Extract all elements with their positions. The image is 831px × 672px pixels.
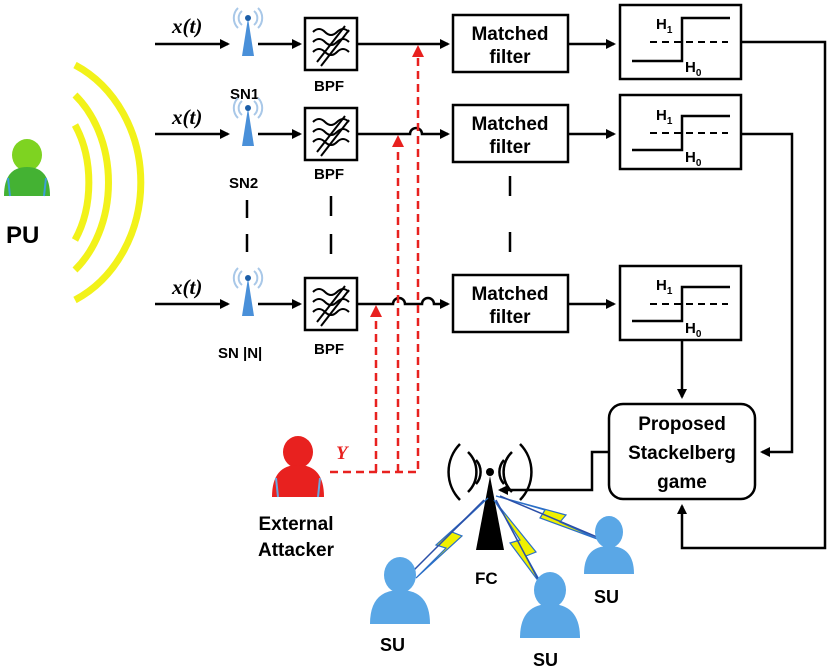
svg-text:H0: H0 xyxy=(685,59,702,79)
su-icon xyxy=(520,572,580,638)
attack-paths xyxy=(330,45,424,474)
attacker-label-line2: Attacker xyxy=(258,540,335,561)
svg-text:H1: H1 xyxy=(656,107,673,127)
matched-filter-line1: Matched xyxy=(471,284,548,305)
sn-label: SN |N| xyxy=(218,345,262,362)
svg-text:H0: H0 xyxy=(685,149,702,169)
su-label: SU xyxy=(533,650,558,670)
decision-connectors xyxy=(498,40,827,550)
input-signal-label: x(t) xyxy=(171,105,202,129)
su-label: SU xyxy=(594,587,619,607)
pu-icon xyxy=(4,139,50,197)
pu-signal-arcs xyxy=(71,61,145,304)
sn-label: SN2 xyxy=(229,175,258,192)
threshold-detector: H1 H0 xyxy=(618,93,743,171)
attack-signal-label: Y xyxy=(336,443,350,464)
svg-text:H0: H0 xyxy=(685,320,702,340)
fc-label: FC xyxy=(475,569,498,588)
game-line2: Stackelberg xyxy=(628,443,736,464)
attacker-icon xyxy=(272,436,324,498)
bpf-label: BPF xyxy=(314,78,344,95)
threshold-detector: H1 H0 xyxy=(618,264,743,342)
game-line1: Proposed xyxy=(638,414,726,435)
pu-label: PU xyxy=(6,222,39,249)
matched-filter-line1: Matched xyxy=(471,114,548,135)
antenna-icon xyxy=(232,267,264,317)
bpf-label: BPF xyxy=(314,166,344,183)
row-1: x(t) SN1 BPF Matched filter H1 H0 xyxy=(155,3,743,103)
matched-filter-box xyxy=(451,13,570,74)
bpf-label: BPF xyxy=(314,341,344,358)
bpf-icon xyxy=(303,276,359,332)
attacker-label-line1: External xyxy=(259,514,334,535)
threshold-detector: H1 H0 xyxy=(618,3,743,81)
wireless-links xyxy=(415,495,601,591)
matched-filter-line2: filter xyxy=(489,137,531,158)
input-signal-label: x(t) xyxy=(171,14,202,38)
ellipsis-dashes xyxy=(245,176,512,254)
su-label: SU xyxy=(380,635,405,655)
antenna-icon xyxy=(232,7,264,57)
matched-filter-line2: filter xyxy=(489,307,531,328)
matched-filter-box xyxy=(451,103,570,164)
bpf-icon xyxy=(303,106,359,162)
link-lines xyxy=(403,495,605,599)
su-icon xyxy=(370,557,430,624)
svg-text:H1: H1 xyxy=(656,16,673,36)
matched-filter-line2: filter xyxy=(489,47,531,68)
row-2: x(t) SN2 BPF Matched filter H1 H0 xyxy=(155,93,743,192)
input-signal-label: x(t) xyxy=(171,275,202,299)
svg-text:H1: H1 xyxy=(656,277,673,297)
row-n: x(t) SN |N| BPF Matched filter H1 H0 xyxy=(155,264,743,362)
bpf-icon xyxy=(303,16,359,72)
antenna-icon xyxy=(232,97,264,147)
su-icon xyxy=(584,516,634,574)
game-line3: game xyxy=(657,472,707,493)
matched-filter-line1: Matched xyxy=(471,24,548,45)
tower-icon xyxy=(447,443,533,550)
